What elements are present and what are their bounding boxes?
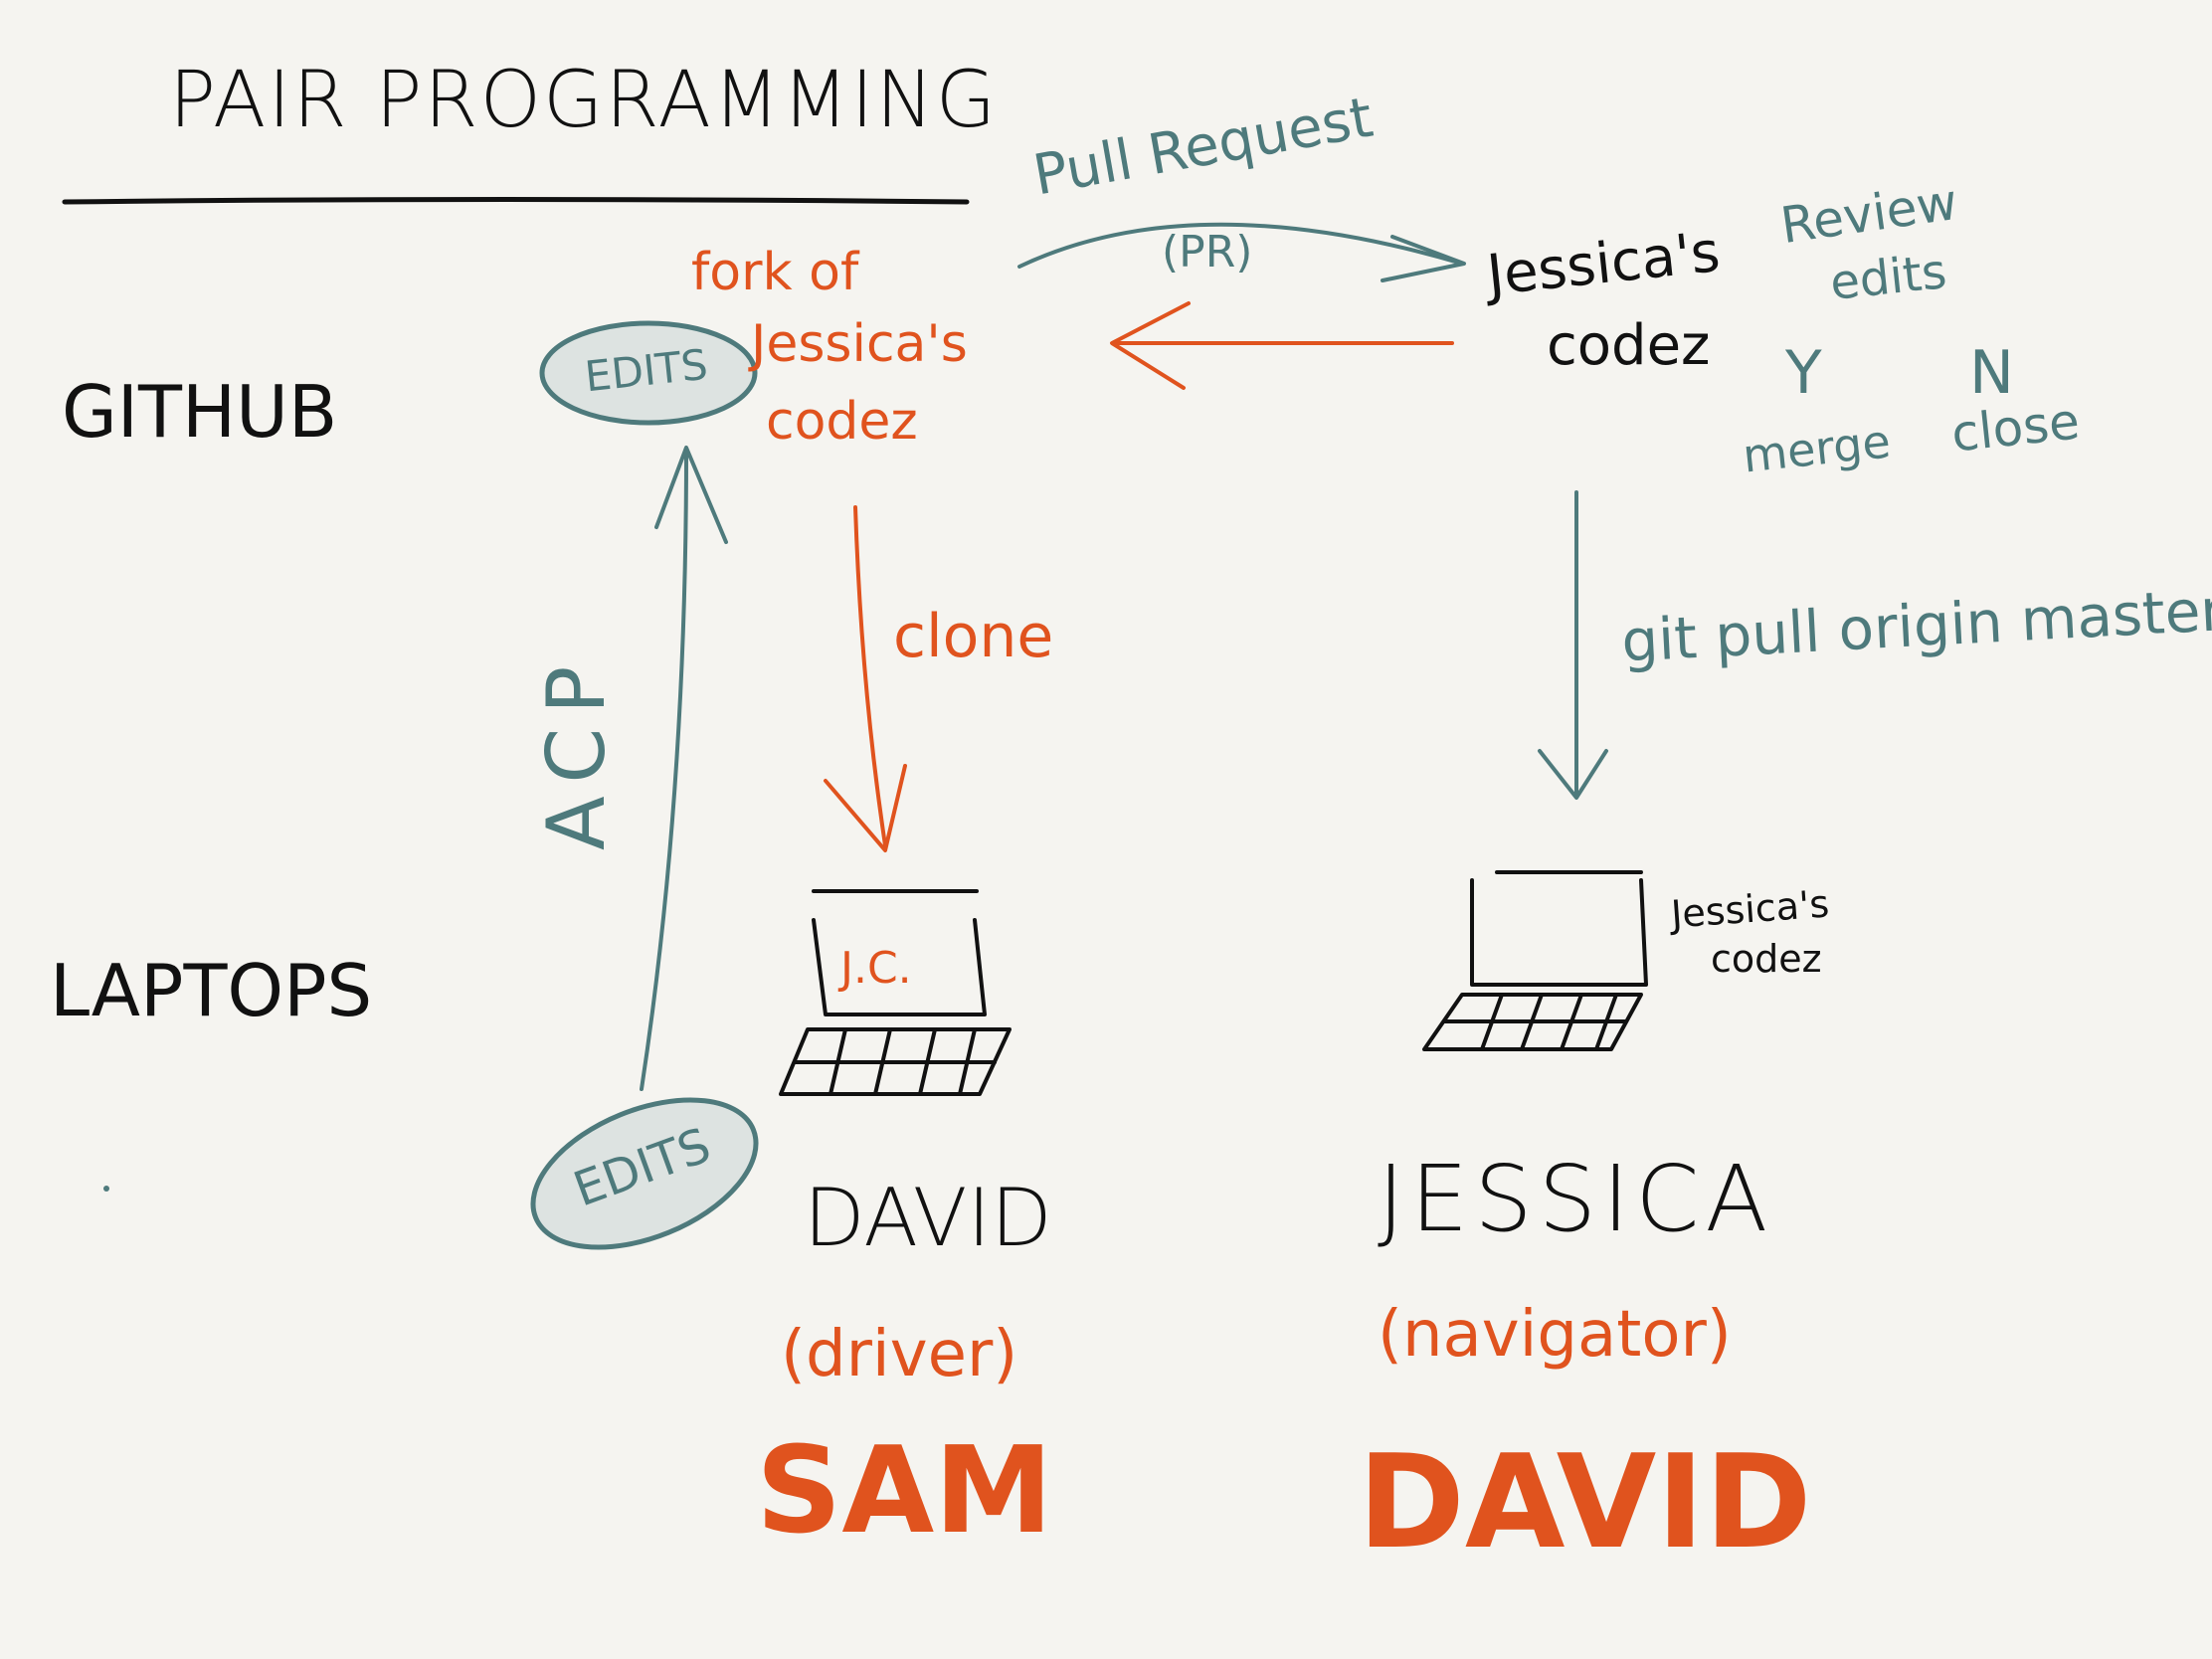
laptop-left-screen-label: J.C.: [840, 943, 912, 994]
merge-back-arrowhead: [1110, 301, 1191, 390]
person-right-replacement: DAVID: [1358, 1426, 1812, 1577]
edits-top-ellipse: [539, 320, 758, 426]
pull-request-arrow: [1017, 222, 1464, 269]
clone-arrow: [853, 505, 887, 847]
row-label-github: GITHUB: [62, 370, 338, 454]
acp-label: ACP: [530, 651, 623, 850]
git-pull-arrowhead: [1538, 749, 1608, 800]
laptop-left: [779, 889, 1012, 1096]
review-line2: edits: [1827, 244, 1949, 311]
acp-arrow: [640, 451, 688, 1091]
review-close: close: [1948, 392, 2083, 463]
jessica-remote-line2: codez: [1547, 313, 1711, 378]
pull-request-abbr: (PR): [1162, 227, 1253, 277]
clone-label: clone: [893, 602, 1054, 671]
person-right-name: JESSICA: [1378, 1146, 1774, 1252]
edits-bottom-ellipse: [530, 1097, 759, 1250]
pull-request-arrowhead: [1381, 235, 1466, 282]
person-right-role: (navigator): [1378, 1298, 1732, 1372]
person-left-role: (driver): [781, 1318, 1018, 1391]
person-left-name: DAVID: [804, 1172, 1052, 1264]
review-no: N: [1969, 338, 2014, 408]
edits-top-label: EDITS: [582, 339, 710, 402]
title-underline: [62, 197, 970, 205]
person-left-replacement: SAM: [756, 1422, 1053, 1561]
fork-label-line3: codez: [766, 392, 918, 452]
row-label-laptops: LAPTOPS: [50, 949, 373, 1032]
fork-label-line2: Jessica's: [751, 314, 968, 374]
stray-dot: [103, 1186, 109, 1192]
laptop-right: [1422, 870, 1648, 1051]
review-merge: merge: [1740, 414, 1894, 483]
page-title: PAIR PROGRAMMING: [169, 56, 999, 145]
acp-arrowhead: [654, 446, 728, 544]
laptop-right-label-line1: Jessica's: [1669, 881, 1831, 937]
clone-arrowhead: [824, 764, 907, 852]
laptop-right-label-line2: codez: [1711, 937, 1822, 981]
fork-label-line1: fork of: [691, 243, 859, 302]
review-yes: Y: [1785, 338, 1822, 408]
